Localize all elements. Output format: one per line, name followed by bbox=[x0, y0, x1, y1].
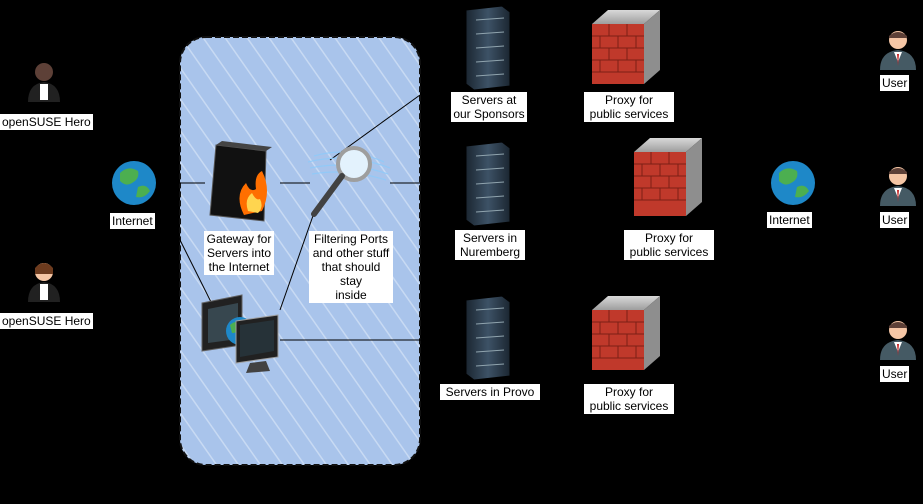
servers-sponsors-label: Servers at our Sponsors bbox=[451, 92, 527, 122]
server-sponsors-icon bbox=[465, 5, 511, 91]
proxy-middle-label: Proxy for public services bbox=[624, 230, 714, 260]
user-top-label: User bbox=[880, 75, 910, 91]
user-middle-icon bbox=[880, 167, 916, 206]
servers-nuremberg-label: Servers in Nuremberg bbox=[455, 230, 525, 260]
connectors bbox=[69, 94, 460, 341]
user-top-icon bbox=[880, 31, 916, 70]
proxy-top-wall-icon bbox=[592, 10, 660, 84]
proxy-middle-wall-icon bbox=[634, 138, 702, 216]
gateway-firewall-icon bbox=[209, 141, 272, 222]
hero-top-label: openSUSE Hero bbox=[0, 114, 93, 130]
hero-top-icon bbox=[28, 63, 60, 102]
filtering-label: Filtering Ports and other stuff that sho… bbox=[309, 231, 393, 303]
hero-bottom-icon bbox=[28, 263, 60, 302]
server-provo-icon bbox=[465, 295, 511, 381]
user-middle-label: User bbox=[880, 212, 910, 228]
workstation-icon bbox=[201, 294, 279, 373]
filter-magnifier-icon bbox=[307, 146, 391, 217]
gateway-label: Gateway for Servers into the Internet bbox=[204, 231, 274, 275]
servers-provo-label: Servers in Provo bbox=[440, 384, 540, 400]
proxy-top-label: Proxy for public services bbox=[584, 92, 674, 122]
proxy-bottom-label: Proxy for public services bbox=[584, 384, 674, 414]
hero-bottom-label: openSUSE Hero bbox=[0, 313, 93, 329]
internet-right-globe-icon bbox=[771, 161, 815, 205]
proxy-bottom-wall-icon bbox=[592, 296, 660, 370]
user-bottom-label: User bbox=[880, 366, 910, 382]
internet-right-label: Internet bbox=[767, 212, 812, 228]
internet-left-globe-icon bbox=[112, 161, 156, 205]
server-nuremberg-icon bbox=[465, 141, 511, 227]
user-bottom-icon bbox=[880, 321, 916, 360]
internet-left-label: Internet bbox=[110, 213, 155, 229]
